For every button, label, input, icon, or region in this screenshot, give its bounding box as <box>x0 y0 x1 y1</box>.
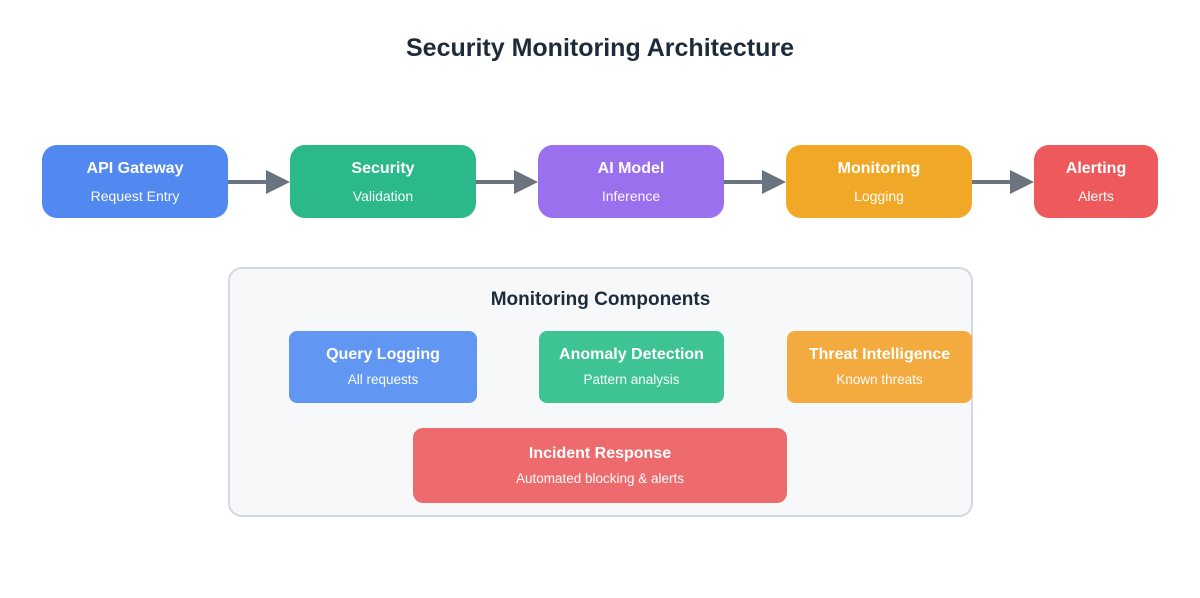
node-label: Monitoring <box>837 159 921 177</box>
component-query-logging: Query Logging All requests <box>289 331 477 403</box>
node-label: AI Model <box>597 159 665 177</box>
node-label: Alerting <box>1065 159 1127 177</box>
node-sublabel: Alerts <box>1078 187 1114 204</box>
monitoring-components-panel: Monitoring Components Query Logging All … <box>228 267 973 517</box>
component-incident-response: Incident Response Automated blocking & a… <box>413 428 787 503</box>
flow-node-api-gateway: API Gateway Request Entry <box>42 145 228 218</box>
flow-arrow-icon <box>228 169 290 195</box>
node-sublabel: Inference <box>601 187 661 204</box>
panel-title: Monitoring Components <box>490 289 711 310</box>
component-sublabel: Pattern analysis <box>583 372 680 388</box>
diagram-title: Security Monitoring Architecture <box>405 34 794 62</box>
component-label: Incident Response <box>528 444 672 462</box>
component-label: Anomaly Detection <box>559 346 704 364</box>
flow-node-ai-model: AI Model Inference <box>538 145 724 218</box>
flow-arrow-icon <box>476 169 538 195</box>
node-sublabel: Logging <box>854 187 904 204</box>
component-sublabel: All requests <box>347 372 419 388</box>
flow-node-security: Security Validation <box>290 145 476 218</box>
component-threat-intelligence: Threat Intelligence Known threats <box>787 331 972 403</box>
node-sublabel: Request Entry <box>90 187 180 204</box>
component-label: Query Logging <box>326 346 440 364</box>
flow-arrow-icon <box>724 169 786 195</box>
component-sublabel: Automated blocking & alerts <box>515 470 685 486</box>
node-label: API Gateway <box>86 159 184 177</box>
component-label: Threat Intelligence <box>808 346 951 364</box>
flow-arrow-icon <box>972 169 1034 195</box>
component-anomaly-detection: Anomaly Detection Pattern analysis <box>539 331 724 403</box>
flow-node-monitoring: Monitoring Logging <box>786 145 972 218</box>
node-sublabel: Validation <box>352 187 414 204</box>
node-label: Security <box>351 159 415 177</box>
component-sublabel: Known threats <box>836 372 923 388</box>
flow-node-alerting: Alerting Alerts <box>1034 145 1158 218</box>
